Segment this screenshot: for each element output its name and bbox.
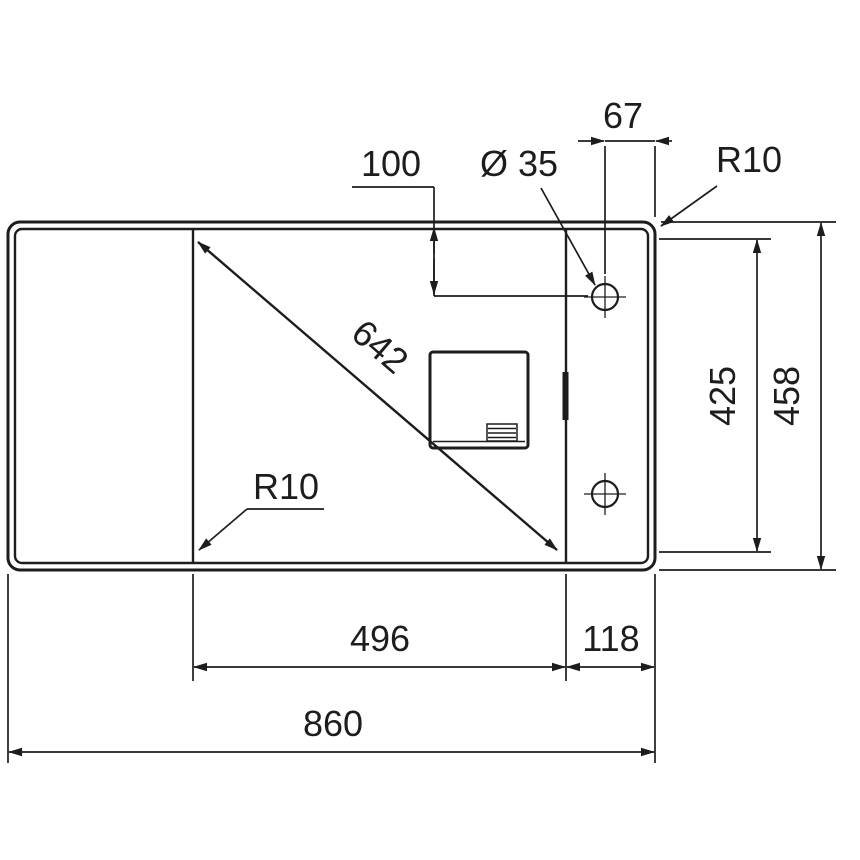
dimension-label-496: 496	[350, 618, 410, 659]
radius-outer-label: R10	[716, 139, 782, 180]
radius-bowl-label: R10	[253, 466, 319, 507]
dimension-67: 67	[578, 95, 672, 274]
dimension-100: 100	[352, 143, 588, 297]
dimension-496: 496	[192, 574, 567, 681]
dimension-label-diameter: Ø 35	[480, 143, 558, 184]
radius-outer-annotation: R10	[660, 139, 782, 227]
radius-bowl-annotation: R10	[198, 466, 324, 551]
dimension-hole-diameter: Ø 35	[480, 143, 596, 286]
diagonal-dimension-label: 642	[344, 311, 416, 381]
sink-outline-outer	[6, 220, 657, 572]
overflow-slot	[562, 372, 569, 420]
leader-arrow	[660, 185, 718, 227]
dimension-diagonal-642: 642	[197, 241, 558, 551]
dimension-label-425: 425	[702, 366, 743, 426]
dimension-label-860: 860	[303, 703, 363, 744]
sink-rim-inner	[13, 227, 650, 565]
dimension-label-100: 100	[361, 143, 421, 184]
dimension-label-67: 67	[603, 95, 643, 136]
dimension-458: 458	[659, 221, 836, 571]
sink-body	[6, 220, 657, 572]
tap-hole-bottom	[584, 473, 626, 515]
tap-hole-top	[584, 276, 626, 318]
dimension-425: 425	[659, 238, 771, 553]
leader-arrow	[198, 508, 248, 551]
dimension-860: 860	[7, 574, 656, 763]
dimension-118: 118	[566, 618, 655, 672]
diagonal-dimension-line	[197, 241, 558, 551]
dimension-label-458: 458	[766, 366, 807, 426]
leader-arrow	[540, 187, 596, 286]
dimension-label-118: 118	[582, 618, 639, 659]
waste-square	[428, 350, 530, 450]
